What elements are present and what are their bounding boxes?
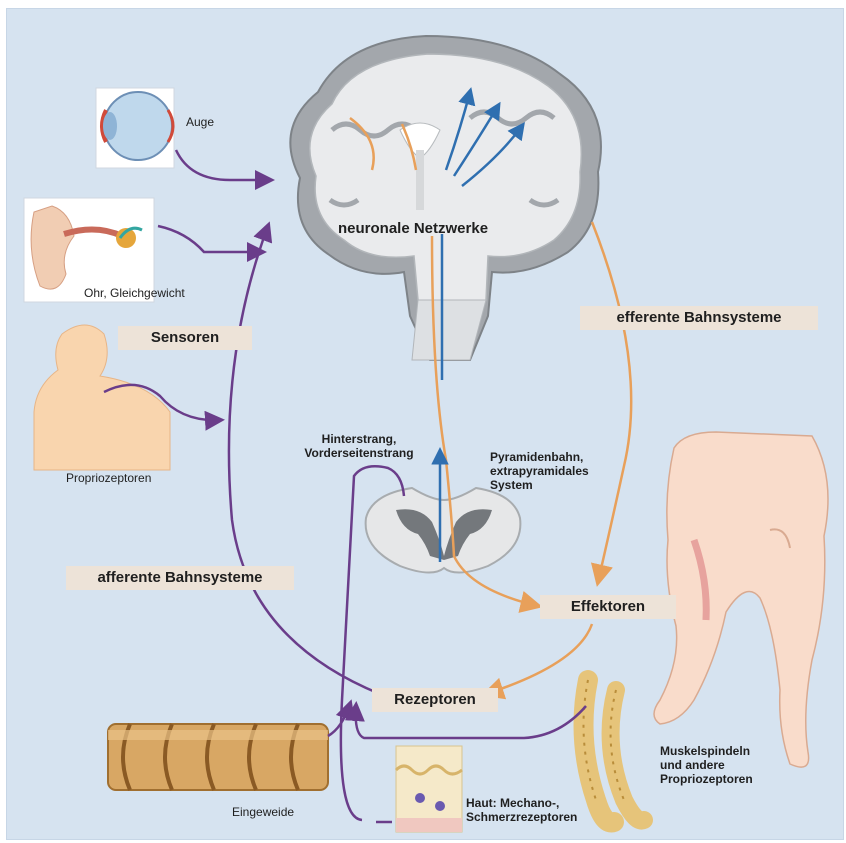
label-muskel-3: Propriozeptoren <box>660 772 753 786</box>
skin-icon <box>396 746 462 832</box>
intestine-icon <box>108 724 328 790</box>
label-ohr: Ohr, Gleichgewicht <box>84 286 185 300</box>
label-pyramiden-1: Pyramidenbahn, <box>490 450 583 464</box>
label-rezeptoren: Rezeptoren <box>372 688 498 712</box>
legs-icon <box>654 432 828 767</box>
label-pyramiden-2: extrapyramidales <box>490 464 589 478</box>
brain-icon <box>290 36 601 360</box>
eye-icon <box>96 88 174 168</box>
label-neuronale-netzwerke: neuronale Netzwerke <box>338 220 488 238</box>
label-propriozeptoren: Propriozeptoren <box>66 471 151 485</box>
label-afferent: afferente Bahnsysteme <box>66 566 294 590</box>
label-sensoren: Sensoren <box>118 326 252 350</box>
muscle-spindle-icon <box>584 680 645 823</box>
label-effektoren: Effektoren <box>540 595 676 619</box>
label-pyramiden-3: System <box>490 478 533 492</box>
label-haut-2: Schmerzrezeptoren <box>466 810 577 824</box>
label-efferent: efferente Bahnsysteme <box>580 306 818 330</box>
label-muskel-2: und andere <box>660 758 725 772</box>
label-hinterstrang-1: Hinterstrang, <box>290 432 428 446</box>
label-hinterstrang-2: Vorderseitenstrang <box>290 446 428 460</box>
label-auge: Auge <box>186 115 214 129</box>
spinal-cord-icon <box>366 488 521 573</box>
label-haut-1: Haut: Mechano-, <box>466 796 559 810</box>
label-eingeweide: Eingeweide <box>232 805 294 819</box>
label-muskel-1: Muskelspindeln <box>660 744 750 758</box>
